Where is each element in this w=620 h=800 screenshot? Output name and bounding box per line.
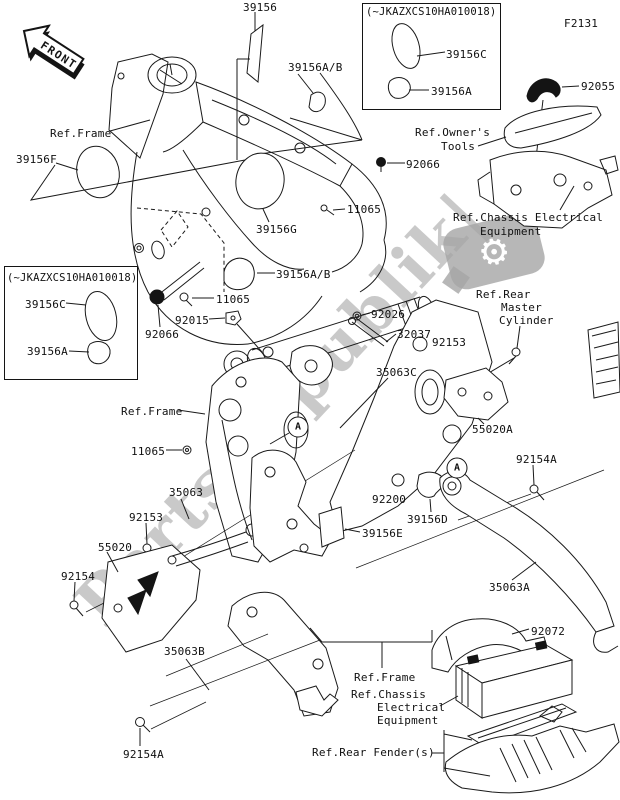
- ref-label: Ref.Owner's: [415, 126, 491, 139]
- vin-range-label: (~JKAZXCS10HA010018): [7, 272, 138, 284]
- part-label: 39156C: [25, 298, 66, 311]
- part-label: 55020A: [472, 423, 513, 436]
- part-label: 11065: [131, 445, 166, 458]
- part-label: 11065: [347, 203, 382, 216]
- ref-label: Ref.Rear: [476, 288, 531, 301]
- part-label: 39156A/B: [276, 268, 331, 281]
- ref-label: Equipment: [377, 714, 439, 727]
- part-label: 92154: [61, 570, 96, 583]
- part-label: 39156G: [256, 223, 297, 236]
- vin-inset-box-top-right: [362, 3, 501, 110]
- part-label: 92066: [145, 328, 180, 341]
- part-label: 35063B: [164, 645, 205, 658]
- part-label: 92055: [581, 80, 616, 93]
- part-label: 35063C: [376, 366, 417, 379]
- ref-label: Cylinder: [499, 314, 554, 327]
- part-label: 92153: [432, 336, 467, 349]
- part-label: 92153: [129, 511, 164, 524]
- vin-inset-box-mid-left: [4, 266, 138, 380]
- part-label: 92154A: [516, 453, 557, 466]
- part-label: 55020: [98, 541, 133, 554]
- part-label: 92072: [531, 625, 566, 638]
- part-label: 32037: [397, 328, 432, 341]
- frame-headstock-art: [108, 53, 387, 346]
- part-label: 35063A: [489, 581, 530, 594]
- part-label: 39156A: [27, 345, 68, 358]
- ref-label: Ref.Chassis Electrical: [453, 211, 604, 224]
- part-label: 39156C: [446, 48, 487, 61]
- ref-label: Electrical: [377, 701, 446, 714]
- front-arrow: FRONT: [22, 24, 85, 80]
- part-label: 92066: [406, 158, 441, 171]
- part-label: 39156A: [431, 85, 472, 98]
- part-label: 39156D: [407, 513, 448, 526]
- part-label: 11065: [216, 293, 251, 306]
- ref-label: Ref.Chassis: [351, 688, 427, 701]
- ref-label: Equipment: [480, 225, 542, 238]
- bracket-art: [101, 367, 619, 717]
- ref-label: Ref.Frame: [50, 127, 112, 140]
- ref-label: Master: [501, 301, 542, 314]
- part-label: 92154A: [123, 748, 164, 761]
- part-label: 39156A/B: [288, 61, 343, 74]
- ref-label: Ref.Frame: [121, 405, 183, 418]
- rear-fender-art: [431, 618, 620, 794]
- vin-range-label: (~JKAZXCS10HA010018): [366, 6, 497, 18]
- detail-marker-a: A: [287, 416, 309, 438]
- part-label: 92015: [175, 314, 210, 327]
- ref-label: Ref.Frame: [354, 671, 416, 684]
- part-label: 39156: [243, 1, 278, 14]
- part-label: 39156F: [16, 153, 57, 166]
- owners-tools-art: [477, 78, 619, 229]
- decal-art: [29, 12, 446, 365]
- detail-marker-a: A: [446, 457, 468, 479]
- part-label: 35063: [169, 486, 204, 499]
- ref-label: Ref.Rear Fender(s): [312, 746, 435, 759]
- part-label: 92026: [371, 308, 406, 321]
- drawing-code: F2131: [564, 17, 599, 30]
- part-label: 39156E: [362, 527, 403, 540]
- part-label: 92200: [372, 493, 407, 506]
- ref-label: Tools: [441, 140, 476, 153]
